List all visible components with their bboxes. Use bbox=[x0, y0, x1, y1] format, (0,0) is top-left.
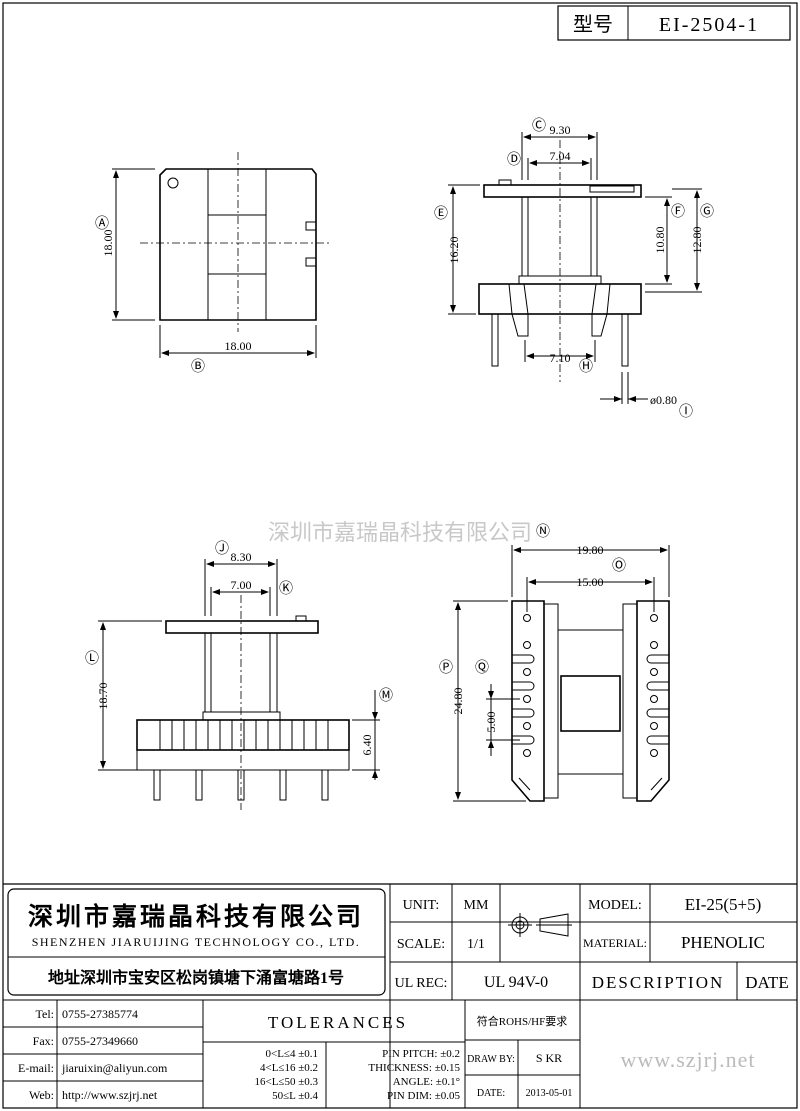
web-value: http://www.szjrj.net bbox=[62, 1088, 158, 1102]
date-row-value: 2013-05-01 bbox=[526, 1088, 573, 1099]
dim-a-mark: Ⓐ bbox=[95, 216, 109, 232]
dim-k-mark: Ⓚ bbox=[279, 581, 293, 597]
unit-label: UNIT: bbox=[403, 898, 440, 913]
dim-e-mark: Ⓔ bbox=[434, 206, 448, 222]
company-address: 地址深圳市宝安区松岗镇塘下涌富塘路1号 bbox=[48, 968, 344, 987]
date-header-label: DATE bbox=[745, 973, 788, 992]
dim-o-value: 15.00 bbox=[577, 575, 604, 589]
dim-d-mark: Ⓓ bbox=[507, 152, 521, 168]
web-label: Web: bbox=[29, 1088, 54, 1102]
company-name-cn: 深圳市嘉瑞晶科技有限公司 bbox=[28, 902, 364, 931]
fax-label: Fax: bbox=[33, 1034, 54, 1048]
tol-item-4: PIN DIM: ±0.05 bbox=[387, 1090, 460, 1102]
dim-q-value: 5.00 bbox=[484, 712, 498, 733]
side-view: 8.30 Ⓙ 7.00 Ⓚ 18.70 Ⓛ 6.40 Ⓜ bbox=[85, 541, 393, 810]
dim-j-value: 8.30 bbox=[231, 550, 252, 564]
dim-k-value: 7.00 bbox=[231, 578, 252, 592]
drawby-label: DRAW BY: bbox=[467, 1054, 515, 1065]
dim-m-mark: Ⓜ bbox=[379, 688, 393, 704]
dim-h-value: 7.10 bbox=[550, 351, 571, 365]
dim-f-mark: Ⓕ bbox=[671, 204, 685, 220]
scale-label: SCALE: bbox=[397, 937, 445, 952]
ulrec-label: UL REC: bbox=[395, 976, 448, 991]
website-watermark: www.szjrj.net bbox=[621, 1047, 756, 1072]
dim-b-mark: Ⓑ bbox=[191, 359, 205, 375]
dim-q-mark: Ⓠ bbox=[475, 660, 489, 676]
rohs-compliance: 符合ROHS/HF要求 bbox=[477, 1014, 567, 1028]
dim-n-value: 19.80 bbox=[577, 543, 604, 557]
dim-i-value: ø0.80 bbox=[650, 393, 677, 407]
dim-i-mark: Ⓘ bbox=[679, 404, 693, 420]
model-title-box: 型号 EI-2504-1 bbox=[557, 5, 791, 41]
projection-symbol-icon bbox=[508, 913, 572, 937]
model-title-label: 型号 bbox=[573, 13, 613, 36]
scale-value: 1/1 bbox=[467, 937, 485, 952]
bottom-view: 19.80 Ⓝ 15.00 Ⓞ 24.80 Ⓟ 5.00 Ⓠ bbox=[439, 524, 670, 802]
ulrec-value: UL 94V-0 bbox=[484, 974, 548, 991]
model-value: EI-25(5+5) bbox=[685, 895, 762, 914]
dim-e-value: 16.20 bbox=[447, 237, 461, 264]
tol-range-1: 0<L≤4 ±0.1 bbox=[266, 1048, 319, 1060]
email-value: jiaruixin@aliyun.com bbox=[61, 1061, 168, 1075]
tel-value: 0755-27385774 bbox=[62, 1007, 138, 1021]
top-view: 18.00 Ⓐ 18.00 Ⓑ bbox=[95, 152, 330, 375]
dim-l-mark: Ⓛ bbox=[85, 651, 99, 667]
dim-a-value: 18.00 bbox=[101, 230, 115, 257]
dim-f-value: 10.80 bbox=[653, 227, 667, 254]
dim-n-mark: Ⓝ bbox=[536, 524, 550, 540]
tol-item-3: ANGLE: ±0.1° bbox=[393, 1076, 460, 1088]
material-value: PHENOLIC bbox=[681, 933, 765, 952]
tol-item-2: THICKNESS: ±0.15 bbox=[368, 1062, 460, 1074]
dim-l-value: 18.70 bbox=[96, 683, 110, 710]
watermark-text: 深圳市嘉瑞晶科技有限公司 bbox=[268, 521, 532, 546]
material-label: MATERIAL: bbox=[583, 936, 647, 950]
company-name-en: SHENZHEN JIARUIJING TECHNOLOGY CO., LTD. bbox=[32, 935, 361, 949]
tol-range-2: 4<L≤16 ±0.2 bbox=[260, 1062, 318, 1074]
email-label: E-mail: bbox=[18, 1061, 54, 1075]
dim-c-value: 9.30 bbox=[550, 123, 571, 137]
description-label: DESCRIPTION bbox=[592, 973, 725, 992]
drawby-value: S KR bbox=[536, 1051, 562, 1065]
dim-d-value: 7.04 bbox=[550, 149, 571, 163]
dim-c-mark: Ⓒ bbox=[532, 118, 546, 134]
model-label: MODEL: bbox=[588, 898, 642, 913]
front-view: 9.30 Ⓒ 7.04 Ⓓ 16.20 Ⓔ 10.80 Ⓕ 12.80 Ⓖ bbox=[434, 118, 714, 420]
dim-g-mark: Ⓖ bbox=[700, 204, 714, 220]
date-row-label: DATE: bbox=[477, 1088, 505, 1099]
dim-o-mark: Ⓞ bbox=[612, 558, 626, 574]
tel-label: Tel: bbox=[36, 1007, 55, 1021]
dim-g-value: 12.80 bbox=[690, 227, 704, 254]
tol-item-1: PIN PITCH: ±0.2 bbox=[382, 1048, 460, 1060]
dim-j-mark: Ⓙ bbox=[215, 541, 229, 557]
dim-b-value: 18.00 bbox=[225, 339, 252, 353]
model-title-code: EI-2504-1 bbox=[659, 14, 759, 36]
unit-value: MM bbox=[464, 898, 489, 913]
dim-h-mark: Ⓗ bbox=[579, 359, 593, 375]
tolerances-title: TOLERANCES bbox=[268, 1013, 408, 1032]
tol-range-4: 50≤L ±0.4 bbox=[272, 1090, 318, 1102]
dim-p-mark: Ⓟ bbox=[439, 660, 453, 676]
dim-m-value: 6.40 bbox=[360, 735, 374, 756]
title-block: 深圳市嘉瑞晶科技有限公司 SHENZHEN JIARUIJING TECHNOL… bbox=[3, 883, 797, 1108]
tol-range-3: 16<L≤50 ±0.3 bbox=[255, 1076, 319, 1088]
fax-value: 0755-27349660 bbox=[62, 1034, 138, 1048]
dim-p-value: 24.80 bbox=[451, 688, 465, 715]
